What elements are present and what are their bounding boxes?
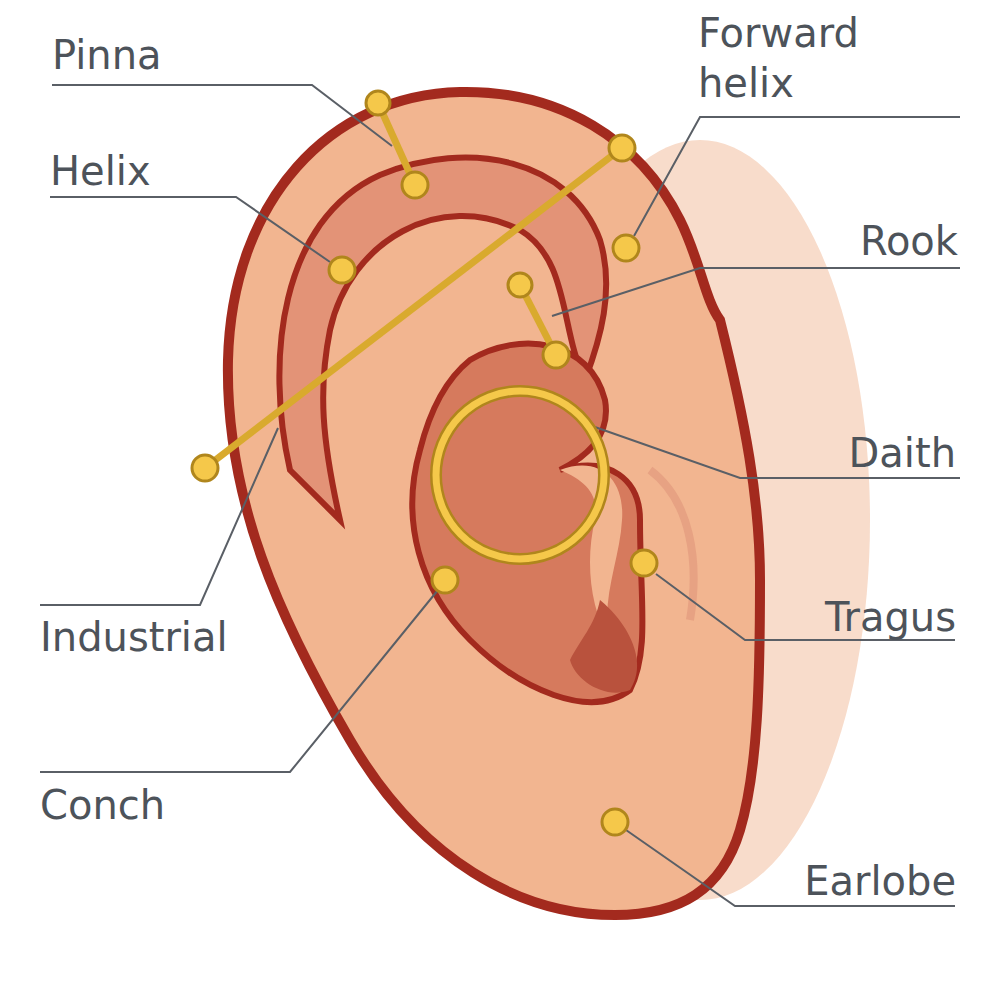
leader-line bbox=[40, 428, 278, 605]
piercing-ball bbox=[329, 257, 355, 283]
part-label: Conch bbox=[40, 780, 165, 830]
part-label: Rook bbox=[860, 216, 958, 266]
piercing-ball bbox=[543, 342, 569, 368]
ear-canal bbox=[570, 600, 637, 693]
leader-line bbox=[592, 426, 960, 478]
piercing-ball bbox=[609, 135, 635, 161]
part-label: Earlobe bbox=[804, 856, 956, 906]
industrial-bar bbox=[205, 148, 622, 468]
piercing-ball bbox=[508, 273, 532, 297]
daith-ring bbox=[436, 391, 604, 559]
piercing-ball bbox=[402, 172, 428, 198]
leader-line bbox=[52, 85, 392, 146]
piercings bbox=[192, 91, 657, 835]
piercing-ball bbox=[192, 455, 218, 481]
part-label: Helix bbox=[50, 146, 151, 196]
leader-line bbox=[552, 268, 960, 316]
daith-ring-edge bbox=[436, 391, 604, 559]
concha bbox=[412, 344, 642, 702]
leader-lines bbox=[40, 85, 960, 906]
part-label: Pinna bbox=[52, 30, 162, 80]
piercing-ball bbox=[366, 91, 390, 115]
part-label: Daith bbox=[849, 428, 956, 478]
part-label: Tragus bbox=[825, 592, 956, 642]
leader-line bbox=[40, 590, 438, 772]
ear-outline bbox=[228, 92, 760, 915]
piercing-ball bbox=[602, 809, 628, 835]
part-label: Industrial bbox=[40, 612, 228, 662]
piercing-ball bbox=[432, 567, 458, 593]
piercing-ball bbox=[613, 235, 639, 261]
part-label: Forward helix bbox=[698, 8, 928, 108]
piercing-ball bbox=[631, 550, 657, 576]
leader-line bbox=[626, 830, 955, 906]
leader-line bbox=[50, 197, 330, 262]
